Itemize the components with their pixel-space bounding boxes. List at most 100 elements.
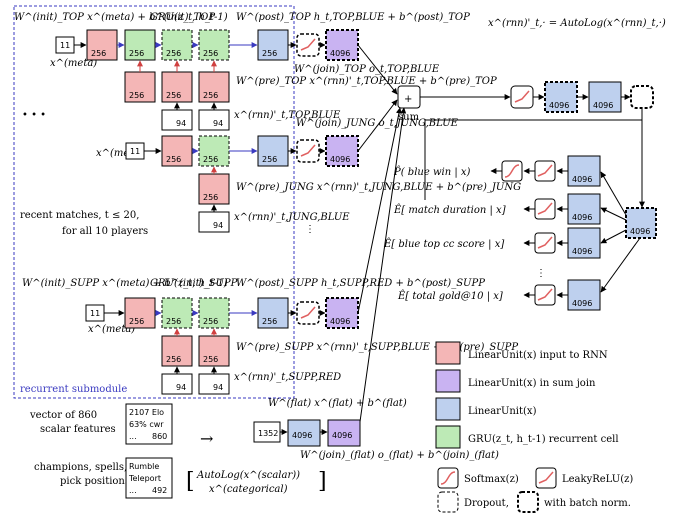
scalar-caption-1: vector of 860	[29, 410, 97, 421]
scalar-caption-2: scalar features	[40, 424, 116, 435]
jung-join-unit	[325, 135, 359, 167]
ellipsis-left: • • •	[22, 110, 46, 121]
jung-rnn-input-label: x^(rnn)'_t,JUNG,BLUE	[234, 212, 350, 223]
jung-pre-unit	[198, 173, 230, 205]
top-pre-unit-2-size: 256	[166, 91, 181, 100]
legend-dropout-box	[437, 491, 459, 513]
top-pre-unit-3-size: 256	[203, 91, 218, 100]
flat-arrow-symbol: →	[200, 429, 213, 448]
supp-activation	[296, 301, 320, 325]
jung-gru-cell	[198, 135, 230, 167]
jung-pre-equation: W^(pre)_JUNG x^(rnn)'_t,JUNG,BLUE + b^(p…	[236, 182, 521, 193]
jung-input-unit-size: 256	[166, 155, 181, 164]
jung-post-unit-size: 256	[262, 155, 277, 164]
legend-swatch-0	[435, 341, 461, 365]
trunk-activation-1	[510, 85, 534, 109]
top-init-equation: W^(init)_TOP x^(meta) + b^(init)_TOP	[14, 12, 215, 23]
output-label-1: Ê[ match duration | x]	[393, 204, 506, 216]
legend-label-2: LinearUnit(x)	[468, 406, 537, 417]
flat-join-equation: W^(join)_(flat) o_(flat) + b^(join)_(fla…	[300, 450, 499, 461]
legend-softmax-label: Softmax(z)	[464, 474, 519, 485]
legend: LinearUnit(x) input to RNN LinearUnit(x)…	[435, 341, 633, 513]
supp-meta-input-value: 11	[90, 309, 100, 318]
output-unit-2: 4096	[572, 247, 592, 256]
legend-dropout-label: Dropout,	[464, 498, 509, 509]
flat-bracket-open: [	[186, 469, 195, 494]
supp-pre-unit-2	[198, 335, 230, 367]
legend-label-0: LinearUnit(x) input to RNN	[468, 350, 608, 361]
flat-unit	[287, 419, 321, 447]
merge-unit	[625, 207, 657, 239]
top-to-sum-line	[357, 44, 398, 95]
supp-post-unit-size: 256	[262, 317, 277, 326]
output-head-3: 4096 Ê[ total gold@10 | x]	[397, 237, 641, 311]
top-join-equation: W^(join)_TOP o_t,TOP,BLUE	[294, 64, 440, 75]
supp-rnn-input-2-size: 94	[213, 383, 223, 392]
top-pre-unit-3	[198, 71, 230, 103]
categorical-row-3-value: 492	[152, 486, 167, 495]
jung-pre-unit-size: 256	[203, 193, 218, 202]
top-gru-cell-3	[198, 29, 230, 61]
flat-categorical-x: x^(categorical)	[209, 484, 288, 495]
top-join-unit-size: 4096	[330, 49, 350, 58]
supp-gru-equation: GRU(z_t, h_t-1)	[150, 278, 228, 289]
legend-batchnorm-box	[517, 491, 539, 513]
supp-gru-cell-1	[161, 297, 193, 329]
output-unit-0: 4096	[572, 175, 592, 184]
categorical-caption-2: pick positions	[60, 476, 130, 487]
flat-input-value: 1352	[258, 429, 278, 438]
autolog-equation: x^(rnn)'_t,· = AutoLog(x^(rnn)_t,·)	[488, 18, 666, 29]
scalar-row-3-value: 860	[152, 432, 167, 441]
flat-join-unit	[327, 419, 361, 447]
merge-unit-size: 4096	[630, 227, 650, 236]
supp-input-unit-size: 256	[129, 317, 144, 326]
supp-to-sum-line	[357, 107, 402, 314]
jung-rnn-input-size: 94	[213, 221, 223, 230]
supp-init-equation: W^(init)_SUPP x^(meta) + b^(init)_SUPP	[22, 278, 238, 289]
top-pre-equation: W^(pre)_TOP x^(rnn)'_t,TOP,BLUE + b^(pre…	[236, 76, 497, 87]
supp-rnn-input-label: x^(rnn)'_t,SUPP,RED	[234, 372, 341, 383]
recurrent-submodule-border	[13, 5, 295, 399]
jung-to-sum-line	[357, 99, 398, 152]
output-vertical-ellipsis: ⋮	[536, 268, 546, 279]
output-head-0: 4096 P̂( blue win | x)	[393, 155, 627, 216]
supp-pre-unit-1	[161, 335, 193, 367]
jung-meta-input-value: 11	[130, 147, 140, 156]
supp-input-unit	[124, 297, 156, 329]
legend-swatch-2	[435, 397, 461, 421]
categorical-vector-box	[125, 457, 173, 499]
output-unit-1: 4096	[572, 213, 592, 222]
top-rnn-input-2-size: 94	[213, 119, 223, 128]
supp-meta-label: x^(meta)	[88, 324, 135, 335]
jung-join-equation: W^(join)_JUNG o_t,JUNG,BLUE	[296, 118, 459, 129]
top-pre-unit-1-size: 256	[129, 91, 144, 100]
top-pre-unit-1	[124, 71, 156, 103]
sum-label: sum	[398, 112, 420, 123]
supp-gru-cell-1-size: 256	[166, 317, 181, 326]
top-input-unit	[86, 29, 118, 61]
trunk-unit-1-size: 4096	[549, 101, 569, 110]
output-head-1: 4096 Ê[ match duration | x]	[393, 193, 627, 225]
supp-join-unit	[325, 297, 359, 329]
flat-bracket-close: ]	[318, 469, 327, 494]
top-gru-cell-3-size: 256	[203, 49, 218, 58]
recurrent-submodule-label: recurrent submodule	[20, 384, 127, 395]
scalar-row-3-dots: ...	[129, 432, 137, 441]
jung-join-unit-size: 4096	[330, 155, 350, 164]
supp-gru-cell-2-size: 256	[203, 317, 218, 326]
top-rnn-input-label: x^(rnn)'_t,TOP,BLUE	[234, 110, 341, 121]
legend-swatch-1	[435, 369, 461, 393]
trunk-unit-2	[588, 81, 622, 113]
scalar-row-2: 63% cwr	[129, 420, 164, 429]
vertical-ellipsis: ⋮	[305, 224, 315, 235]
top-post-equation: W^(post)_TOP h_t,TOP,BLUE + b^(post)_TOP	[236, 12, 470, 23]
trunk-feedback-line	[424, 108, 643, 200]
legend-leaky-box	[535, 467, 557, 489]
top-meta-input-value: 11	[60, 41, 70, 50]
supp-post-equation: W^(post)_SUPP h_t,SUPP,RED + b^(post)_SU…	[236, 278, 485, 289]
top-post-unit	[257, 29, 289, 61]
output-label-0: P̂( blue win | x)	[393, 166, 471, 178]
top-post-unit-size: 256	[262, 49, 277, 58]
legend-batchnorm-label: with batch norm.	[544, 498, 631, 509]
